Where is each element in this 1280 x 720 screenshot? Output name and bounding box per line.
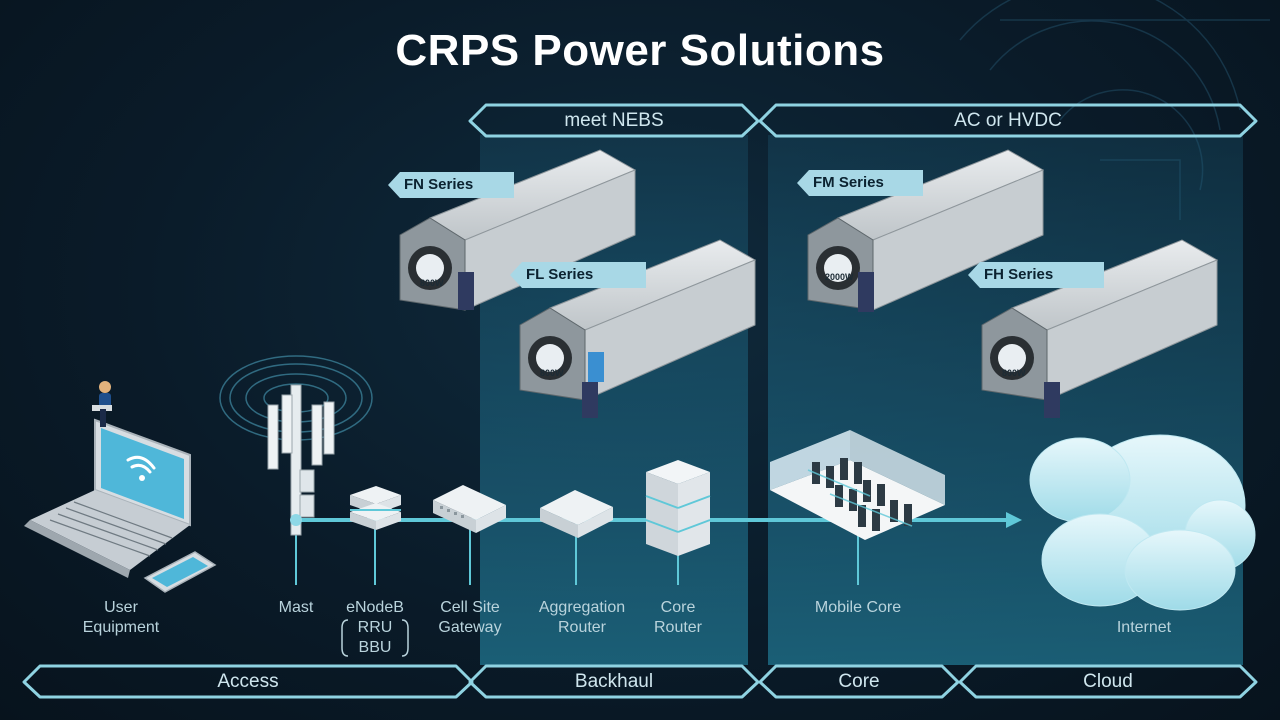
segment-ac-or-hvdc: AC or HVDC bbox=[954, 110, 1062, 131]
label-internet: Internet bbox=[1116, 619, 1172, 636]
psu-fh-rating: 800W bbox=[1002, 368, 1026, 378]
mast-icon bbox=[267, 384, 335, 536]
label-aggregation-router: Aggregation Router bbox=[538, 599, 626, 636]
psu-fh-image bbox=[981, 239, 1219, 418]
psu-fm-rating: 2000W bbox=[825, 272, 854, 282]
core-router-icon bbox=[645, 460, 711, 556]
segment-meet-nebs: meet NEBS bbox=[564, 110, 664, 131]
aggregation-router-icon bbox=[540, 490, 613, 538]
fh-series-tag: FH Series bbox=[968, 262, 1104, 288]
segment-core: Core bbox=[838, 671, 880, 692]
psu-fl-rating: 800W bbox=[540, 368, 564, 378]
label-bbu: BBU bbox=[358, 639, 392, 656]
segment-backhaul: Backhaul bbox=[574, 671, 654, 692]
psu-fn-image bbox=[399, 149, 637, 311]
fn-series-tag: FN Series bbox=[388, 172, 514, 198]
laptop-icon bbox=[24, 418, 191, 578]
enodeb-icon bbox=[350, 486, 401, 530]
label-mobile-core: Mobile Core bbox=[814, 599, 902, 616]
data-center-icon bbox=[770, 430, 945, 540]
cell-site-gateway-icon bbox=[433, 485, 506, 533]
fl-series-tag: FL Series bbox=[510, 262, 646, 288]
cloud-icon bbox=[1029, 434, 1256, 611]
phone-icon bbox=[143, 551, 217, 593]
arrow-head-icon bbox=[1006, 512, 1022, 528]
person-icon bbox=[92, 381, 112, 427]
fm-series-tag: FM Series bbox=[797, 170, 923, 196]
label-enodeb: eNodeB bbox=[346, 599, 404, 616]
psu-fl-image bbox=[519, 239, 757, 418]
bracket-rru-bbu bbox=[341, 619, 409, 657]
label-user-equipment: User Equipment bbox=[82, 599, 160, 636]
segment-access: Access bbox=[217, 671, 279, 692]
psu-fn-rating: 800W bbox=[420, 278, 444, 288]
page-title: CRPS Power Solutions bbox=[395, 26, 885, 75]
segment-cloud: Cloud bbox=[1083, 671, 1133, 692]
psu-fm-image bbox=[807, 149, 1045, 312]
label-core-router: Core Router bbox=[653, 599, 703, 636]
label-cell-site-gateway: Cell Site Gateway bbox=[438, 599, 502, 636]
label-mast: Mast bbox=[278, 599, 314, 616]
label-rru: RRU bbox=[357, 619, 393, 636]
